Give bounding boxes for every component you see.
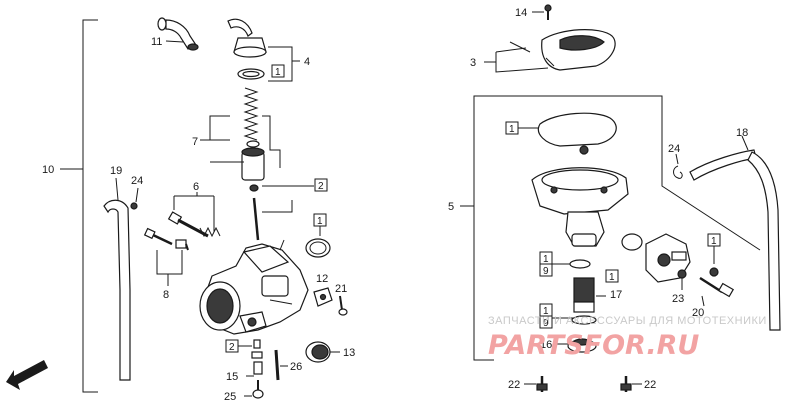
svg-text:1: 1	[543, 254, 549, 265]
part-18-hose	[689, 149, 781, 331]
svg-text:9: 9	[543, 266, 549, 277]
kit-box-1-bowl-ring: 1	[605, 269, 619, 283]
kit-box-1-ring: 1	[271, 64, 285, 78]
callout-23: 23	[672, 293, 684, 305]
part-20-screw	[699, 276, 735, 298]
callout-10: 10	[42, 164, 54, 176]
callout-14: 14	[515, 7, 527, 19]
callout-19: 19	[110, 165, 122, 177]
callout-6: 6	[193, 181, 199, 193]
fwd-arrow-icon: FWD	[6, 360, 48, 390]
svg-text:2: 2	[229, 342, 235, 353]
part-21-screw	[338, 295, 348, 316]
callout-4: 4	[304, 56, 310, 68]
callout-16: 16	[540, 339, 552, 351]
part-7-jet-needle	[252, 197, 260, 241]
callout-18: 18	[736, 127, 748, 139]
part-3-air-filter-cover	[509, 29, 616, 71]
part-top-gasket	[537, 112, 617, 147]
callout-8: 8	[163, 289, 169, 301]
part-11-fuel-elbow	[157, 17, 199, 51]
part-8-screws	[143, 227, 189, 275]
svg-text:1: 1	[317, 216, 323, 227]
part-24-clip-right	[673, 165, 683, 179]
svg-text:1: 1	[275, 67, 281, 78]
part-17-filter-screen	[573, 277, 595, 313]
part-23-spring	[677, 269, 687, 279]
callout-26: 26	[290, 361, 302, 373]
group-bracket-10	[60, 19, 98, 393]
part-24-clip	[130, 202, 138, 210]
callout-24-left: 24	[131, 175, 143, 187]
callout-15: 15	[226, 371, 238, 383]
part-o-ring-side	[621, 233, 643, 251]
callout-11: 11	[151, 36, 162, 48]
kit-box-1-float-bowl-gasket: 1	[313, 213, 327, 227]
part-22-screw-left	[536, 376, 548, 392]
part-14-screw	[544, 4, 552, 20]
part-26-jet	[274, 349, 280, 381]
part-7-throttle-slide	[241, 140, 265, 192]
part-small-washer	[709, 267, 719, 277]
callout-22-left: 22	[508, 379, 520, 391]
svg-text:1: 1	[711, 236, 717, 247]
part-small-ring	[569, 259, 591, 269]
callout-20: 20	[692, 307, 704, 319]
part-12-bracket	[313, 287, 333, 307]
watermark-logo: PARTSFOR.RU	[488, 330, 699, 361]
part-float-chamber	[531, 145, 629, 247]
svg-text:1: 1	[509, 124, 515, 135]
part-19-hose	[103, 199, 131, 381]
callout-24-right: 24	[668, 143, 680, 155]
kit-box-2-needle-clip: 2	[314, 178, 328, 192]
svg-text:2: 2	[318, 181, 324, 192]
kit-box-1-top-gasket: 1	[505, 121, 519, 135]
callout-5: 5	[448, 201, 454, 213]
part-7-spring	[243, 87, 259, 141]
kit-box-1-9-float-stack: 1 9	[539, 251, 553, 277]
group-bracket-5	[460, 95, 761, 361]
part-16-drain-plug	[567, 338, 597, 353]
callout-21: 21	[335, 283, 347, 295]
part-bowl-ring	[571, 315, 597, 325]
svg-text:1: 1	[609, 272, 615, 283]
callout-13: 13	[343, 347, 355, 359]
part-6-pilot-screws	[167, 195, 221, 238]
part-carburetor-body	[199, 239, 309, 335]
callout-12: 12	[316, 273, 328, 285]
callout-17: 17	[610, 289, 622, 301]
part-4-top-cap	[227, 18, 267, 80]
part-auto-choke	[645, 233, 691, 283]
watermark-title: ЗАПЧАСТИ И АКСЕССУАРЫ ДЛЯ МОТОТЕХНИКИ	[488, 315, 767, 327]
callout-3: 3	[470, 57, 476, 69]
callout-7: 7	[192, 136, 198, 148]
part-22-screw-right	[620, 376, 632, 392]
kit-box-2-jet: 2	[225, 339, 239, 353]
kit-box-1-9-bowl-stack: 1 9	[539, 303, 553, 329]
callout-25: 25	[224, 391, 236, 403]
part-13-cap	[305, 341, 331, 363]
kit-box-1-screw: 1	[707, 233, 721, 247]
svg-text:9: 9	[543, 318, 549, 329]
callout-22-right: 22	[644, 379, 656, 391]
svg-text:1: 1	[543, 306, 549, 317]
part-jet-stack	[251, 339, 264, 399]
